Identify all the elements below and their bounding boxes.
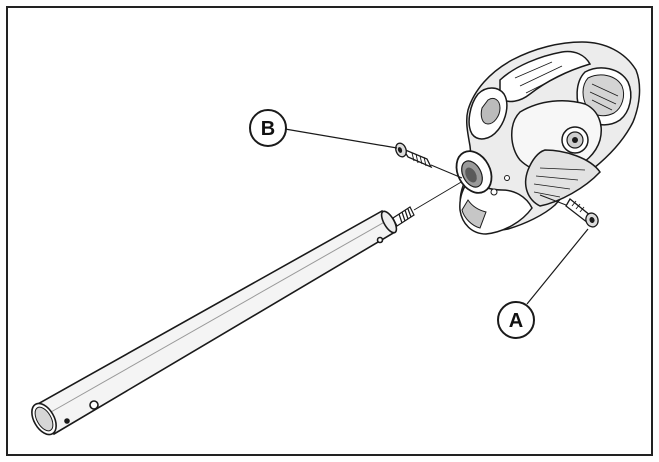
bolt-a xyxy=(565,198,599,228)
bolt-b-alignment-line xyxy=(430,164,463,179)
leader-line-a xyxy=(526,228,589,305)
bolt-a-alignment-line xyxy=(539,194,567,206)
leader-line-b xyxy=(284,128,398,149)
bolt-b xyxy=(395,142,433,169)
shaft-threaded-stud xyxy=(392,206,415,227)
callout-b-label: B xyxy=(261,118,275,140)
alignment-line xyxy=(413,177,469,211)
callout-a-label: A xyxy=(509,310,523,332)
motor-housing xyxy=(455,41,641,235)
callout-a: A xyxy=(497,301,535,339)
shaft-tube xyxy=(31,209,398,436)
callout-b: B xyxy=(249,109,287,147)
